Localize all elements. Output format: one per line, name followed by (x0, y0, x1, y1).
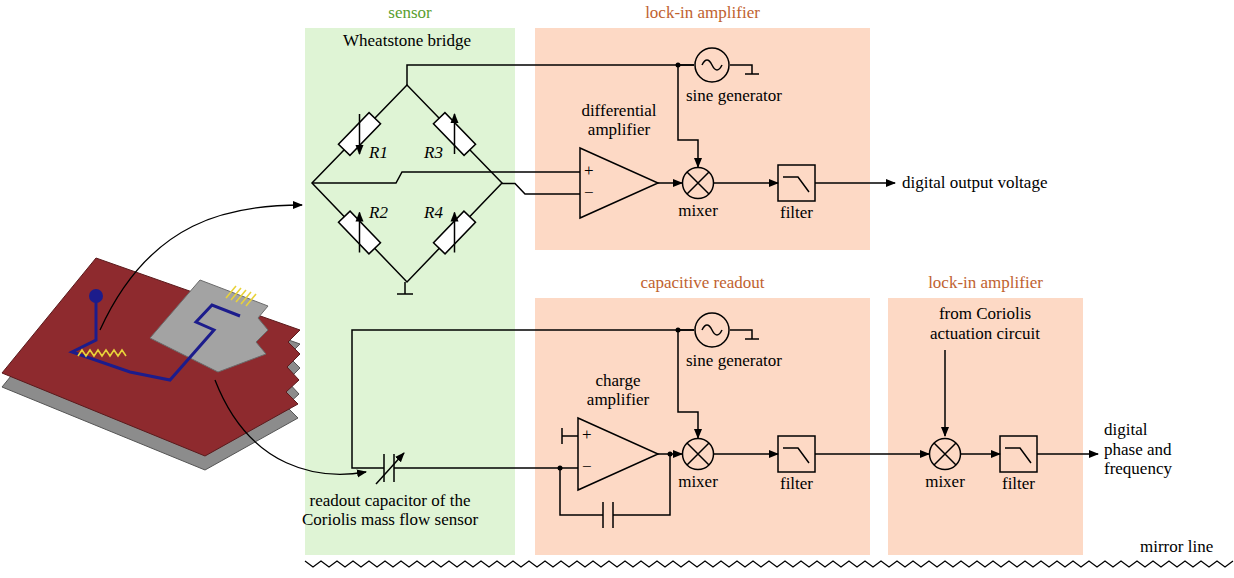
panel-title: capacitive readout (535, 273, 870, 293)
resistor-name: R1 (369, 143, 388, 163)
mixer-circle: mixer (682, 167, 714, 199)
signal-wire (714, 182, 778, 184)
component-label: mixer (678, 472, 718, 492)
pin-sign: + (582, 425, 592, 445)
component-label: readout capacitor of the Coriolis mass f… (290, 492, 490, 529)
variable-capacitor: readout capacitor of the Coriolis mass f… (372, 450, 408, 486)
signal-wire (352, 330, 694, 468)
lowpass-filter: filter (778, 436, 815, 472)
component-label: filter (1002, 474, 1035, 494)
mirror-line-zigzag (305, 561, 1233, 567)
signal-wire (658, 453, 682, 455)
panel-region: sensorWheatstone bridgereadout capacitor… (305, 28, 515, 555)
mixer-circle-outline (682, 438, 714, 470)
signal-wire (815, 453, 929, 455)
leader-arrow (215, 380, 366, 474)
wheatstone-bridge-outline (312, 85, 502, 282)
signal-wire (714, 453, 778, 455)
component-label: filter (780, 203, 813, 223)
sine-generator: sine generator (694, 47, 730, 83)
resistor-name: R3 (424, 143, 443, 163)
sine-generator-outline (694, 47, 730, 83)
signal-wire (961, 453, 1000, 455)
note-label: mirror line (1140, 537, 1213, 557)
pin-sign: − (584, 183, 594, 203)
resistor-name: R4 (424, 203, 443, 223)
mixer-circle-outline (682, 167, 714, 199)
pin-sign: − (582, 457, 592, 477)
panel-region: lock-in amplifiersine generatordifferent… (535, 28, 870, 250)
panel-title: sensor (305, 3, 515, 23)
sine-generator: sine generator (694, 312, 730, 348)
component-label: differential amplifier (564, 101, 674, 140)
signal-wire (407, 65, 694, 85)
input-label: from Coriolis actuation circuit (910, 304, 1060, 343)
signal-wire (502, 184, 580, 195)
circuit-wires (312, 65, 1098, 528)
circuit-title: Wheatstone bridge (343, 31, 471, 51)
wheatstone-bridge: Wheatstone bridge (312, 85, 502, 282)
variable-capacitor-outline (372, 450, 408, 486)
signal-wire (408, 467, 578, 469)
junction-dots (558, 63, 681, 471)
signal-wire (678, 65, 698, 167)
output-label: digital output voltage (902, 173, 1047, 193)
lowpass-filter-outline (778, 165, 815, 201)
lowpass-filter-outline (1000, 436, 1037, 472)
component-label: mixer (925, 472, 965, 492)
component-label: mixer (678, 201, 718, 221)
leader-arrow (100, 205, 302, 330)
mixer-circle: mixer (682, 438, 714, 470)
pin-sign: + (584, 161, 594, 181)
panel-title: lock-in amplifier (888, 273, 1083, 293)
resistor-name: R2 (369, 203, 388, 223)
component-label: charge amplifier (568, 371, 668, 410)
lowpass-filter: filter (778, 165, 815, 201)
panel-title: lock-in amplifier (535, 3, 870, 23)
sine-generator-outline (694, 312, 730, 348)
chip-illustration (2, 258, 300, 470)
mixer-circle: mixer (929, 438, 961, 470)
component-label: sine generator (686, 351, 782, 371)
lowpass-filter: filter (1000, 436, 1037, 472)
lowpass-filter-outline (778, 436, 815, 472)
signal-wire (658, 182, 682, 184)
output-label: digital phase and frequency (1104, 420, 1186, 479)
signal-wire (678, 330, 698, 438)
mixer-circle-outline (929, 438, 961, 470)
component-label: filter (780, 474, 813, 494)
component-label: sine generator (686, 86, 782, 106)
